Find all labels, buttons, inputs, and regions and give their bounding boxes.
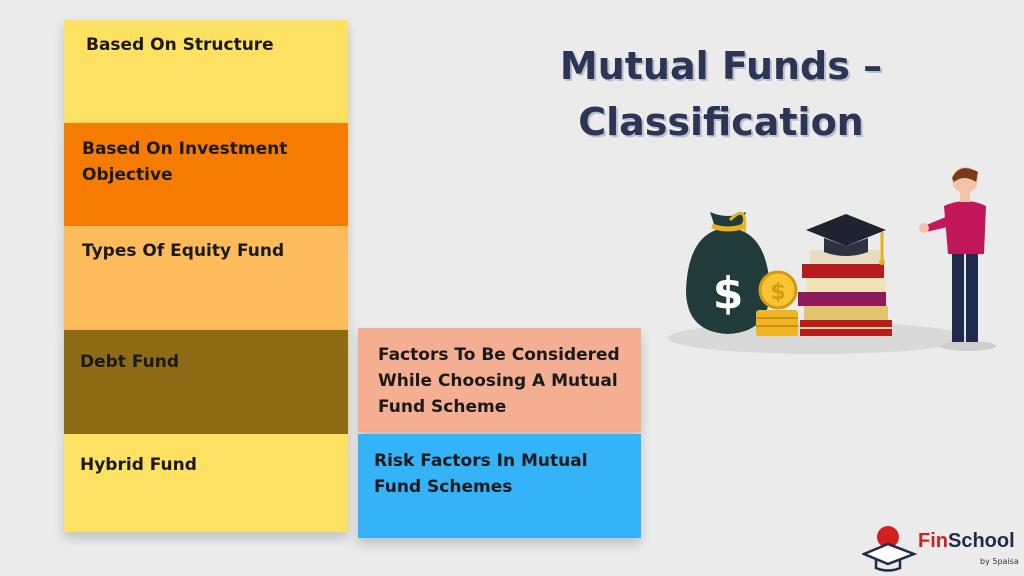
card-based-on-structure[interactable]: Based On Structure [64, 20, 348, 123]
card-label: Types Of Equity Fund [82, 241, 285, 261]
card-label: Risk Factors In Mutual [374, 451, 588, 471]
card-label: While Choosing A Mutual [378, 371, 618, 391]
finschool-logo: FinSchool by 5paisa [862, 522, 1022, 574]
svg-text:$: $ [770, 280, 785, 305]
card-label: Factors To Be Considered [378, 345, 620, 365]
money-bag-icon: $ [686, 211, 770, 334]
card-risk-factors[interactable]: Risk Factors In Mutual Fund Schemes [358, 434, 641, 538]
card-debt-fund[interactable]: Debt Fund [64, 330, 348, 434]
card-types-of-equity-fund[interactable]: Types Of Equity Fund [64, 226, 348, 330]
presenter-person-icon [919, 167, 996, 351]
card-label: Based On Investment [82, 139, 288, 159]
logo-school: School [948, 530, 1015, 552]
logo-fin: Fin [918, 530, 948, 552]
card-label: Debt Fund [80, 352, 179, 372]
card-label: Based On Structure [86, 35, 274, 55]
svg-text:$: $ [713, 268, 744, 319]
card-label: Fund Schemes [374, 477, 513, 497]
finance-illustration: $ $ [668, 167, 996, 354]
card-label: Objective [82, 165, 173, 185]
title-line-1: Mutual Funds – [559, 44, 883, 88]
logo-byline: by 5paisa [980, 557, 1019, 566]
page-title: Mutual Funds – Classification [520, 38, 922, 150]
card-based-on-investment-objective[interactable]: Based On Investment Objective [64, 123, 348, 226]
card-factors-choosing-scheme[interactable]: Factors To Be Considered While Choosing … [358, 328, 641, 432]
book-stack-icon [798, 250, 892, 336]
title-line-2: Classification [578, 100, 864, 144]
coin-stack-icon: $ [756, 270, 798, 336]
logo-wordmark: FinSchool [918, 530, 1015, 553]
graduation-cap-logo-icon [862, 526, 918, 572]
card-hybrid-fund[interactable]: Hybrid Fund [64, 434, 348, 532]
graduation-cap-icon [806, 214, 886, 265]
card-label: Hybrid Fund [80, 455, 197, 475]
card-label: Fund Scheme [378, 397, 507, 417]
